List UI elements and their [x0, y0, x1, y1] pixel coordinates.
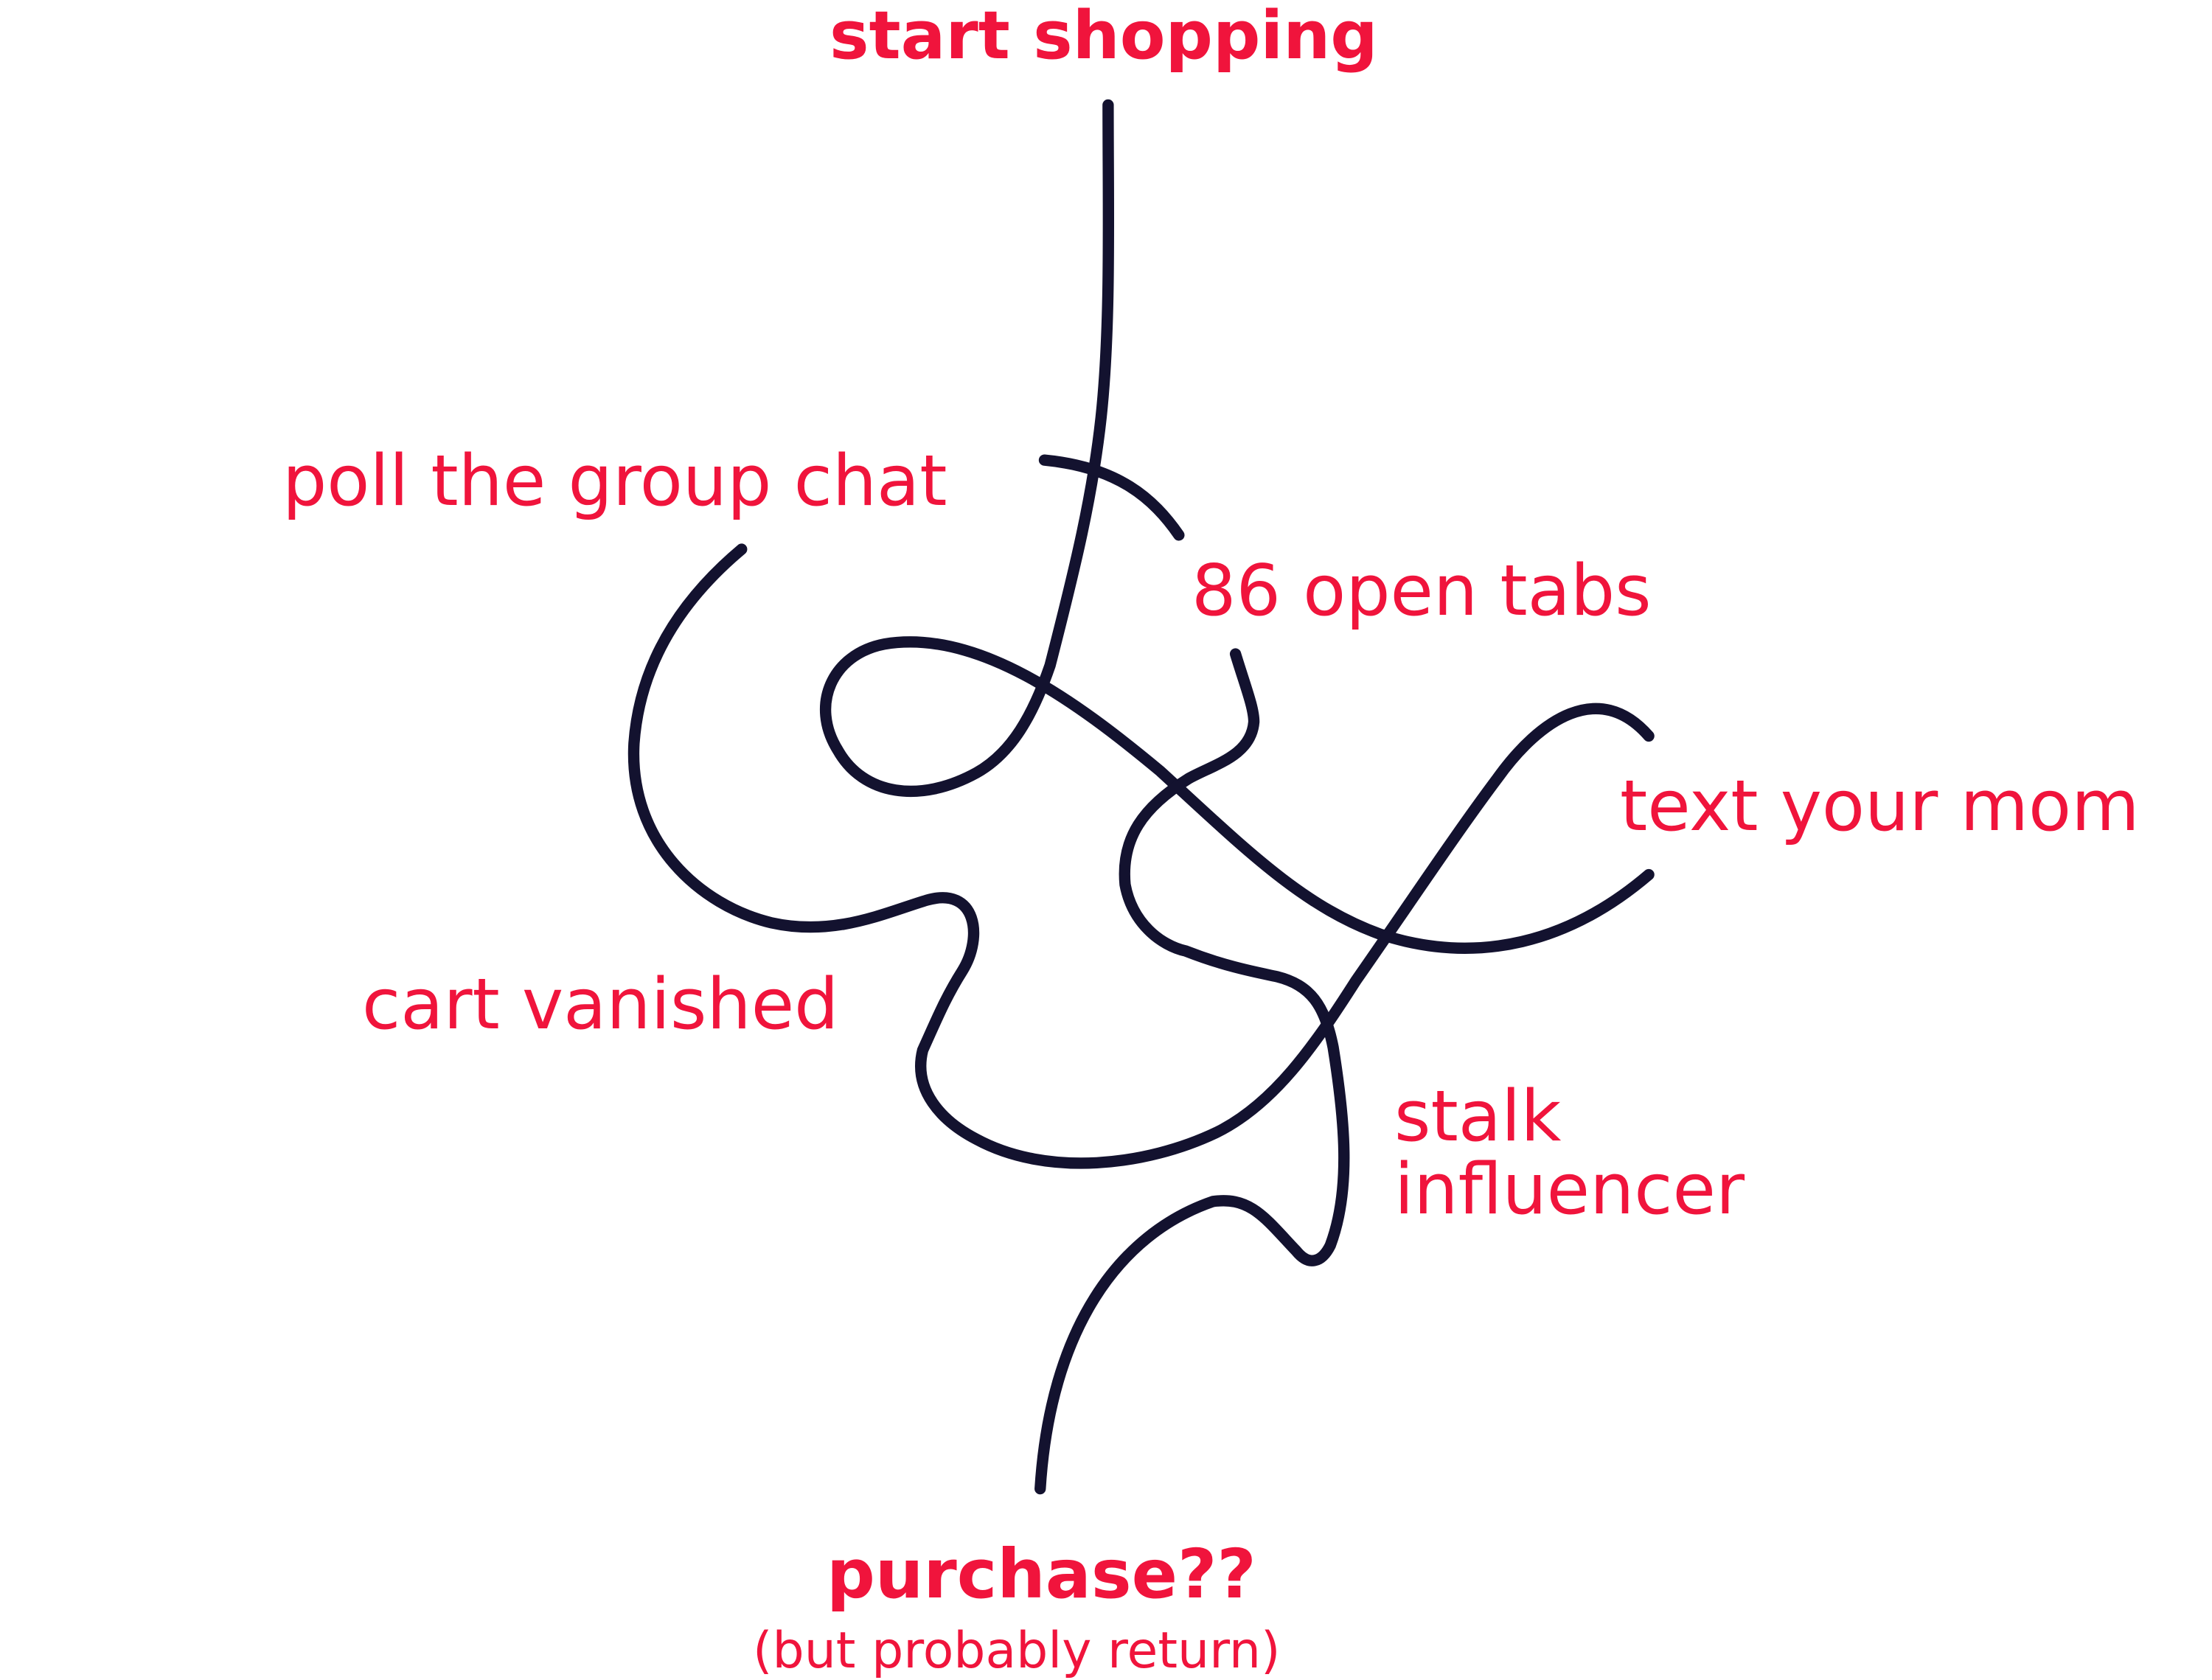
path-group-chat-to-tabs — [1038, 454, 1185, 541]
influencer-line: influencer — [1394, 1149, 1745, 1230]
purchase-label: purchase?? — [827, 1535, 1256, 1614]
stalk-influencer-label: stalk influencer — [1394, 1081, 1745, 1227]
path-cart-loop — [627, 543, 1655, 1169]
open-tabs-label: 86 open tabs — [1192, 551, 1652, 632]
start-label: start shopping — [830, 0, 1378, 74]
path-tabs-to-purchase — [1034, 648, 1350, 1495]
purchase-note-label: (but probably return) — [753, 1622, 1281, 1680]
group-chat-label: poll the group chat — [282, 441, 947, 522]
text-mom-label: text your mom — [1620, 766, 2140, 847]
cart-vanished-label: cart vanished — [362, 964, 839, 1045]
path-strokes — [627, 99, 1655, 1495]
stalk-line: stalk — [1394, 1076, 1562, 1157]
path-main-descent — [820, 99, 1655, 954]
